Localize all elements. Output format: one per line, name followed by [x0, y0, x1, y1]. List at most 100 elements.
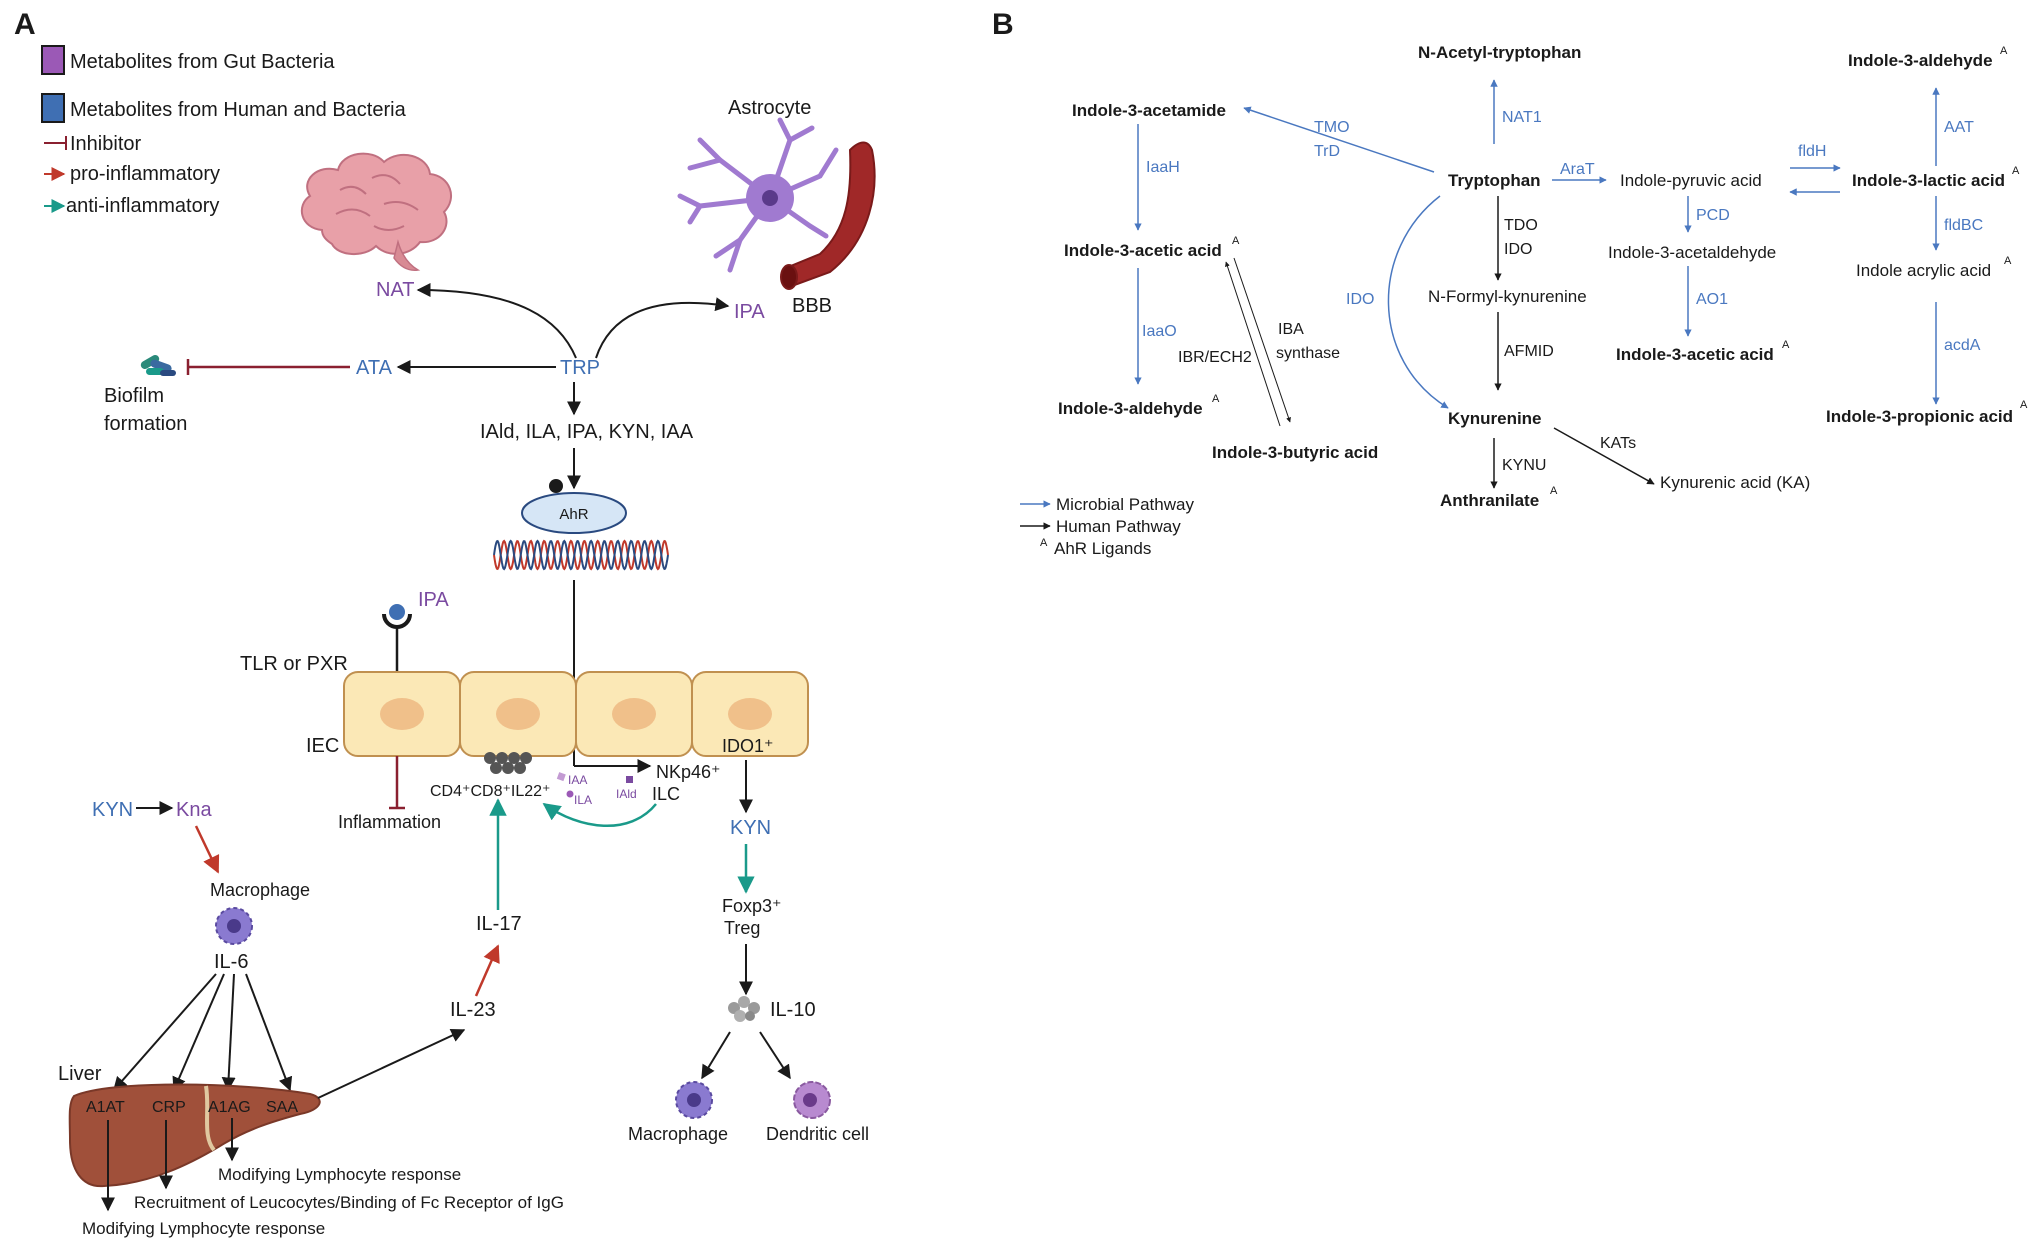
nkp46-label: NKp46⁺	[656, 762, 721, 782]
iec-cells	[343, 671, 809, 757]
kna-to-macrophage-arrow	[194, 825, 220, 874]
legend-anti-inflammatory: anti-inflammatory	[66, 195, 219, 217]
legend-sup: A	[1040, 537, 1048, 549]
il10-to-dendritic-arrow	[759, 1031, 791, 1080]
tdo-label: TDO	[1504, 217, 1538, 234]
trp-to-ipa-arrow	[595, 297, 730, 359]
dendritic-label: Dendritic cell	[766, 1124, 869, 1144]
macrophage-label: Macrophage	[210, 880, 310, 900]
metabolites-label: IAld, ILA, IPA, KYN, IAA	[480, 421, 694, 443]
astrocyte-icon	[677, 117, 839, 273]
macrophage-bottom-icon	[675, 1081, 713, 1119]
il10-label: IL-10	[770, 999, 816, 1021]
human-bacteria-swatch	[41, 93, 65, 123]
n-acetyl-tryptophan: N-Acetyl-tryptophan	[1418, 43, 1581, 62]
indole-acrylic-acid: Indole acrylic acid	[1856, 261, 1991, 280]
macrophage-bottom-label: Macrophage	[628, 1124, 728, 1144]
ahr-label: AhR	[559, 506, 588, 523]
afmid-label: AFMID	[1504, 343, 1554, 360]
il10-cluster-icon	[728, 996, 760, 1022]
panel-b-label: B	[992, 8, 1014, 41]
acrylic-sup: A	[2004, 255, 2012, 267]
il6-to-a1ag-arrow	[221, 973, 236, 1092]
ipa-bbb-label: IPA	[734, 301, 765, 323]
il17-label: IL-17	[476, 913, 522, 935]
nat-label: NAT	[376, 279, 415, 301]
mod-lymph-1-label: Modifying Lymphocyte response	[218, 1165, 461, 1184]
ido-label-1: IDO	[1504, 241, 1532, 258]
kynurenine: Kynurenine	[1448, 409, 1542, 428]
iaah-label: IaaH	[1146, 159, 1180, 176]
aldehyde-top-sup: A	[2000, 45, 2008, 57]
il6-label: IL-6	[214, 951, 248, 973]
acda-label: acdA	[1944, 337, 1981, 354]
legend-pro-inflammatory: pro-inflammatory	[70, 163, 220, 185]
kynurenine-to-ka-arrow	[1553, 427, 1655, 485]
indole-3-acetic-acid-left: Indole-3-acetic acid	[1064, 241, 1222, 260]
indole-3-lactic-acid: Indole-3-lactic acid	[1852, 171, 2005, 190]
indole-3-acetic-acid-right: Indole-3-acetic acid	[1616, 345, 1774, 364]
small-metabolites: IAA ILA IAld	[556, 772, 637, 807]
lactic-sup: A	[2012, 165, 2020, 177]
indole-3-propionic-acid: Indole-3-propionic acid	[1826, 407, 2013, 426]
fldbc-label: fldBC	[1944, 217, 1983, 234]
tlr-receptor-icon	[382, 604, 412, 672]
blood-vessel-icon	[780, 141, 876, 290]
aldehyde-left-sup: A	[1212, 393, 1220, 405]
anthranilate-sup: A	[1550, 485, 1558, 497]
trp-to-kynurenine-curve	[1387, 195, 1449, 409]
nat1-label: NAT1	[1502, 109, 1542, 126]
tlr-pxr-label: TLR or PXR	[240, 653, 348, 675]
gut-bacteria-swatch	[41, 45, 65, 75]
svg-text:ILA: ILA	[574, 793, 592, 807]
iba-label-2: synthase	[1276, 345, 1340, 362]
kyn-left-label: KYN	[92, 799, 133, 821]
il6-to-a1at-arrow	[113, 973, 217, 1092]
tmo-label: TMO	[1314, 119, 1350, 136]
ilc-to-cd4-arrow	[542, 802, 657, 827]
saa-label: SAA	[266, 1099, 298, 1116]
inflammation-label: Inflammation	[338, 812, 441, 832]
biofilm-label-1: Biofilm	[104, 385, 164, 407]
legend-human: Human Pathway	[1056, 517, 1181, 536]
ilc-label: ILC	[652, 784, 680, 804]
ibr-label: IBR/ECH2	[1178, 349, 1252, 366]
il23-to-il17-arrow	[474, 944, 500, 997]
kynu-label: KYNU	[1502, 457, 1546, 474]
ido-curve-label: IDO	[1346, 291, 1374, 308]
legend-ahr-ligands: AhR Ligands	[1054, 539, 1151, 558]
recruitment-label: Recruitment of Leucocytes/Binding of Fc …	[134, 1193, 564, 1212]
acetic-right-sup: A	[1782, 339, 1790, 351]
kats-label: KATs	[1600, 435, 1636, 452]
ata-label: ATA	[356, 357, 393, 379]
anthranilate: Anthranilate	[1440, 491, 1539, 510]
biofilm-label-2: formation	[104, 413, 187, 435]
il10-to-macrophage-arrow	[701, 1031, 731, 1080]
legend-human-bacteria: Metabolites from Human and Bacteria	[70, 99, 407, 121]
kna-label: Kna	[176, 799, 212, 821]
ao1-label: AO1	[1696, 291, 1728, 308]
il6-to-crp-arrow	[172, 973, 225, 1092]
trp-to-nat-arrow	[416, 283, 577, 359]
treg-label: Treg	[724, 918, 760, 938]
legend-inhibitor: Inhibitor	[70, 133, 141, 155]
a1at-label: A1AT	[86, 1099, 125, 1116]
indole-3-acetaldehyde: Indole-3-acetaldehyde	[1608, 243, 1776, 262]
bacteria-icon	[140, 355, 176, 376]
n-formyl-kynurenine: N-Formyl-kynurenine	[1428, 287, 1587, 306]
lymphocyte-cluster-icon	[484, 752, 532, 774]
a1ag-label: A1AG	[208, 1099, 251, 1116]
fldh-label: fldH	[1798, 143, 1826, 160]
indole-3-butyric-acid: Indole-3-butyric acid	[1212, 443, 1378, 462]
cd4-label: CD4⁺CD8⁺IL22⁺	[430, 783, 551, 800]
tryptophan: Tryptophan	[1448, 171, 1541, 190]
trd-label: TrD	[1314, 143, 1340, 160]
acetic-to-butyric-arrow	[1233, 257, 1291, 423]
liver-label: Liver	[58, 1063, 102, 1085]
svg-text:IAld: IAld	[616, 787, 637, 801]
pcd-label: PCD	[1696, 207, 1730, 224]
foxp3-label: Foxp3⁺	[722, 896, 782, 916]
dendritic-cell-icon	[793, 1081, 831, 1119]
trp-label: TRP	[560, 357, 600, 379]
